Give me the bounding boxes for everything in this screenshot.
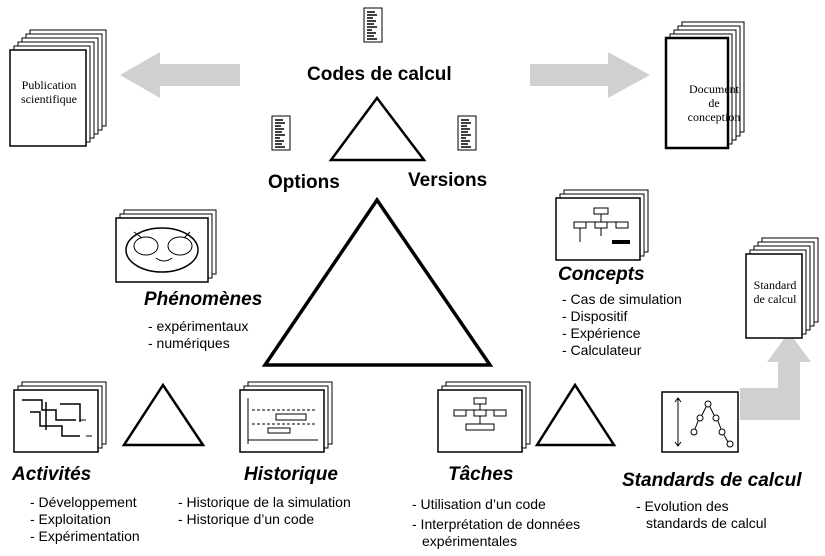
concepts-list: - Cas de simulation - Dispositif - Expér… [562,291,682,359]
code-listing-icon [363,7,383,43]
list-item: - Dispositif [562,308,628,324]
taches-standards-triangle [534,382,617,447]
taches-title: Tâches [448,464,514,485]
list-item: standards de calcul [646,515,767,531]
versions-listing-icon [457,115,477,151]
phenomenes-title: Phénomènes [144,289,263,310]
list-item: - Historique d’un code [178,511,315,527]
list-item: - Evolution des [636,498,729,514]
document-label: Document de conception [687,82,741,124]
activites-historique-triangle [121,382,206,447]
concepts-icon [555,189,649,261]
list-item: - Historique de la simulation [178,494,351,510]
list-item: - expérimentaux [148,318,249,334]
standard-stack-icon [745,237,819,339]
activites-title: Activités [12,464,92,485]
historique-title: Historique [244,464,338,485]
list-item: - Exploitation [30,511,111,527]
arrow-to-publication [120,52,240,98]
codes-de-calcul-title: Codes de calcul [307,64,452,85]
list-item: - Cas de simulation [562,291,682,307]
publication-stack-icon [9,29,107,147]
standard-label: Standard de calcul [753,278,797,306]
phenomenes-list: - expérimentaux - numériques [148,318,248,352]
arrow-to-document [530,52,650,98]
options-label: Options [268,172,340,193]
list-item: - Expérimentation [30,528,140,544]
standards-icon [661,391,739,453]
historique-icon [239,381,333,453]
list-item: - Calculateur [562,342,642,358]
concepts-title: Concepts [558,264,645,285]
list-item: expérimentales [422,533,517,549]
document-stack-icon [664,21,745,150]
list-item: - numériques [148,335,230,351]
central-triangle [261,196,494,367]
versions-label: Versions [408,170,488,191]
activites-list: - Développement - Exploitation - Expérim… [30,494,140,545]
list-item: - Développement [30,494,137,510]
publication-label: Publication scientifique [21,78,77,106]
standards-de-calcul-title: Standards de calcul [622,470,802,491]
historique-list: - Historique de la simulation - Historiq… [178,494,351,528]
list-item: - Interprétation de données [412,516,581,532]
options-listing-icon [271,115,291,151]
phenomenes-icon [115,209,217,283]
activites-icon [13,381,107,453]
taches-icon [437,381,531,453]
standards-list: - Evolution des standards de calcul [636,498,767,532]
codes-triangle [328,95,427,162]
list-item: - Utilisation d’un code [412,496,546,512]
taches-list: - Utilisation d’un code - Interprétation… [412,496,580,550]
arrow-to-standard [740,332,811,420]
list-item: - Expérience [562,325,641,341]
